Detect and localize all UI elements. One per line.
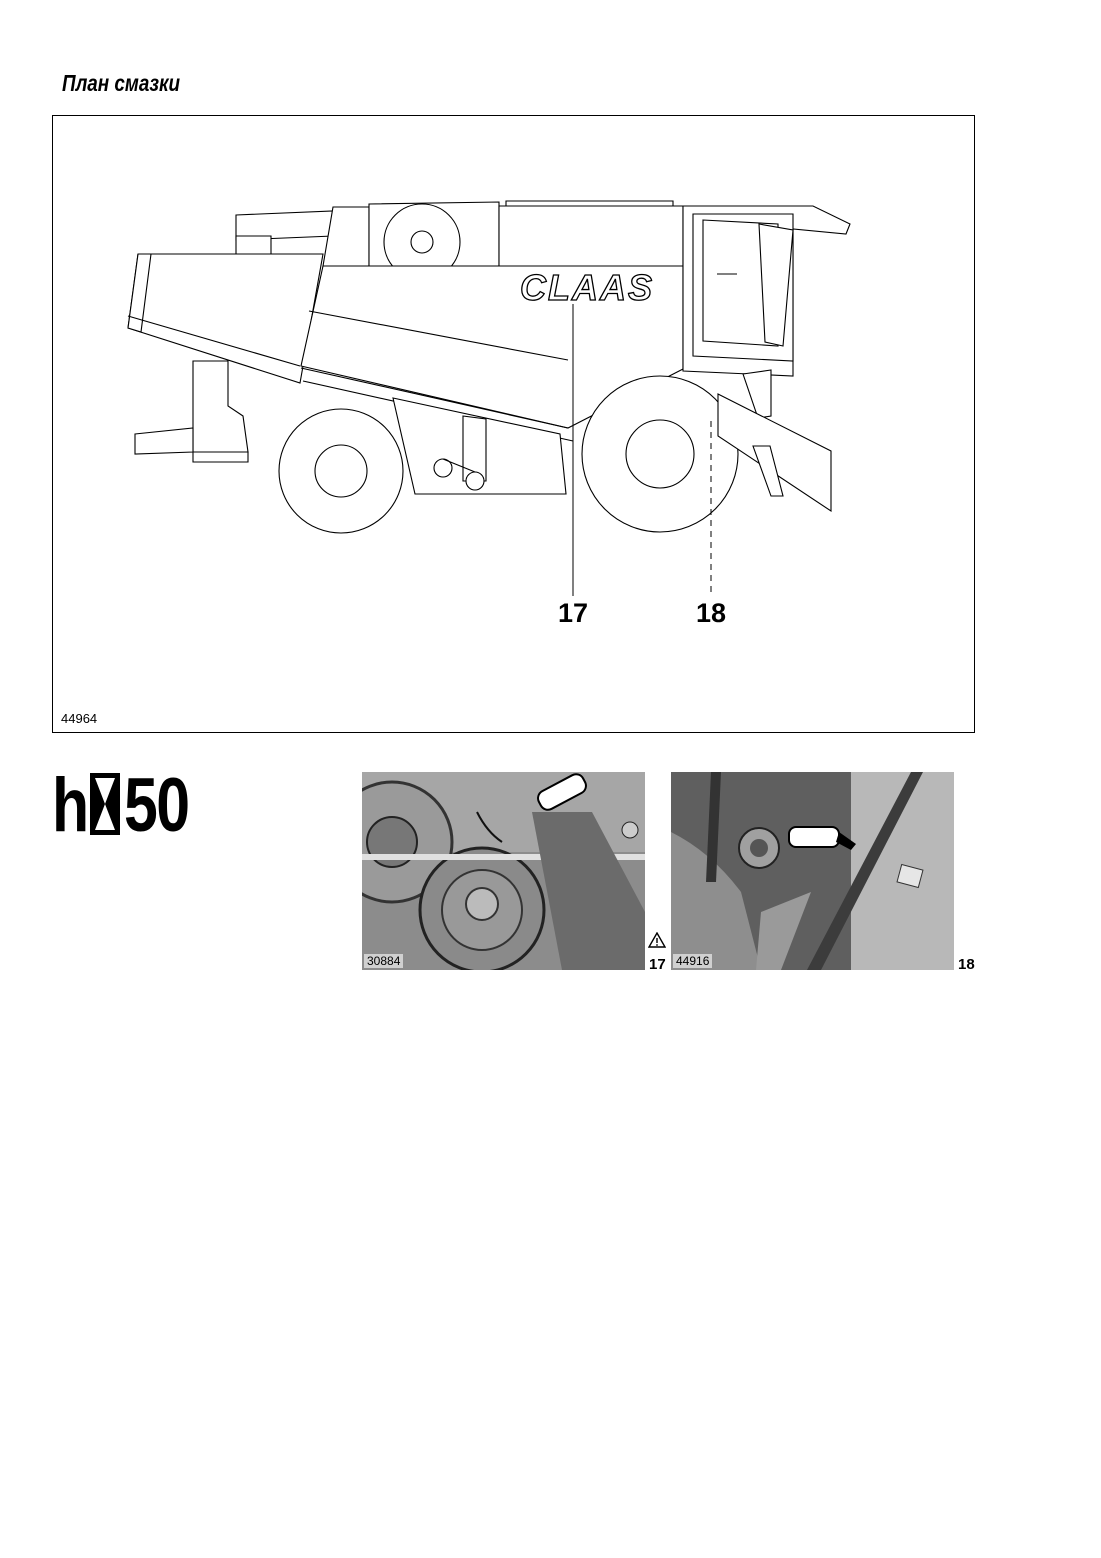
interval-hours: 50 — [124, 763, 190, 848]
photo-code: 44916 — [673, 954, 713, 968]
figure-reference-code: 44964 — [61, 711, 98, 726]
callout-17: 17 — [558, 598, 589, 628]
service-interval: h 50 — [52, 766, 205, 846]
photo-grease-point-17: 30884 — [362, 772, 645, 970]
photo-number-17: 17 — [649, 956, 666, 973]
warning-triangle-icon — [647, 931, 667, 953]
photo-grease-point-18: 44916 — [671, 772, 954, 970]
page-title: План смазки — [62, 70, 181, 96]
photo-code: 30884 — [364, 954, 404, 968]
claas-logo-text: CLAAS — [520, 267, 654, 308]
photo-number-18: 18 — [958, 956, 975, 973]
combine-harvester-drawing: CLAAS — [127, 200, 851, 596]
interval-prefix: h — [52, 763, 89, 848]
callout-18: 18 — [696, 598, 727, 628]
combine-harvester-diagram: CLAAS 17 18 44964 — [52, 115, 975, 733]
hourglass-icon — [90, 772, 121, 840]
